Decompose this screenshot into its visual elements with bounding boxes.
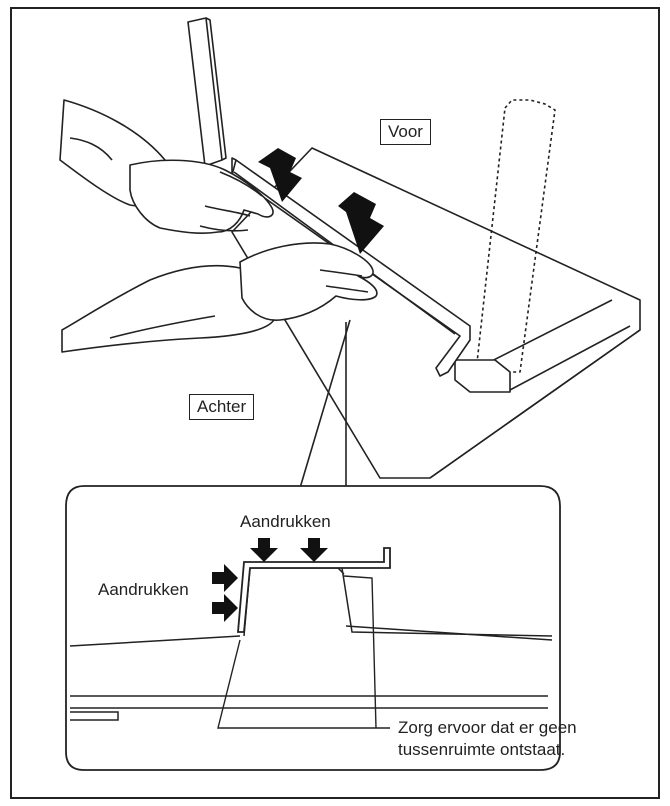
bracket-profile (237, 547, 391, 633)
press-arrow-top-right (300, 538, 328, 562)
hand-lower (239, 242, 378, 321)
hand-upper (129, 159, 274, 235)
illustration-frame (10, 7, 660, 799)
press-arrow-top-left (250, 538, 278, 562)
label-front: Voor (380, 119, 431, 145)
press-arrow-side-bottom (212, 594, 238, 622)
detail-callout (65, 485, 561, 771)
note-line-1: Zorg ervoor dat er geen (398, 718, 577, 737)
label-press-top: Aandrukken (240, 512, 331, 531)
press-arrow-side-top (212, 564, 238, 592)
press-arrow-left (258, 148, 302, 202)
press-arrow-right (338, 192, 384, 254)
base-block (454, 359, 511, 393)
label-press-side: Aandrukken (98, 580, 189, 599)
note-line-2: tussenruimte ontstaat. (398, 740, 566, 759)
back-pole (187, 17, 223, 167)
label-back: Achter (189, 394, 255, 420)
